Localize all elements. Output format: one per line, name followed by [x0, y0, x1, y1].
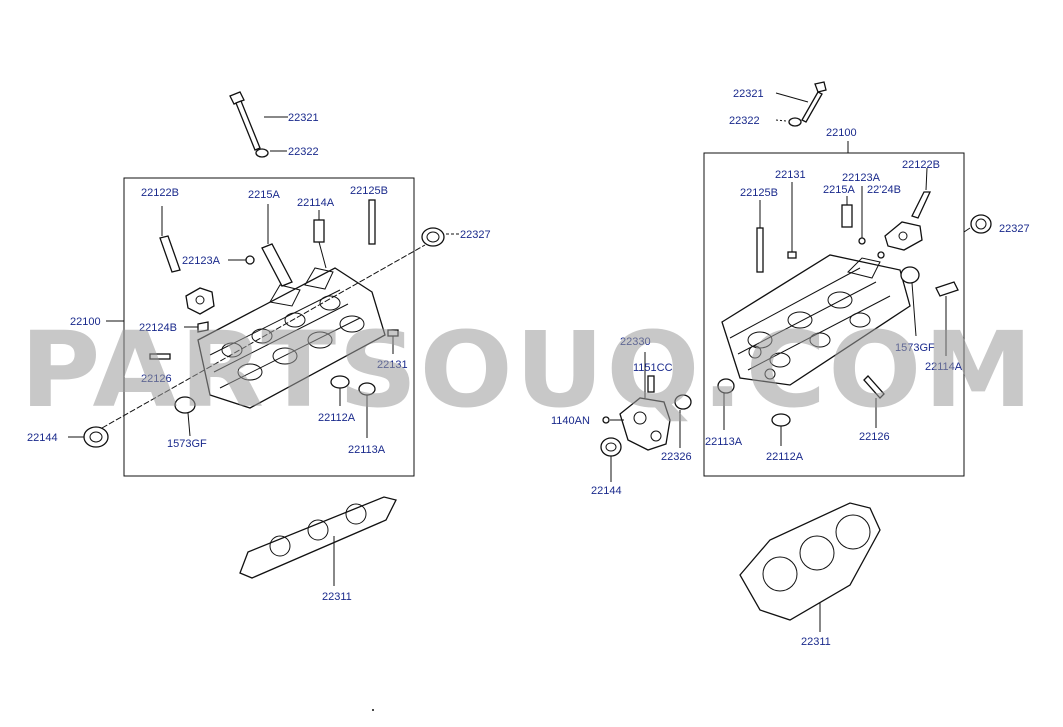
- right-label-head: 22100: [826, 127, 857, 139]
- left-washer-part: [255, 148, 287, 158]
- left-oring-part: [228, 255, 255, 265]
- center-label-bolt: 1140AN: [551, 415, 590, 427]
- right-label-guide-a: 2215A: [823, 184, 855, 196]
- left-label-guide-114: 22114A: [297, 197, 335, 209]
- left-label-cap-113: 22113A: [348, 444, 386, 456]
- left-label-stud-b: 22125B: [350, 185, 388, 197]
- right-plug-131-part: [787, 182, 797, 259]
- right-label-oring-a: 22123A: [842, 172, 881, 184]
- center-stud-part: [647, 375, 655, 393]
- right-label-gasket: 22311: [801, 636, 831, 648]
- right-pin-part: [863, 375, 885, 428]
- left-label-plug-131: 22131: [377, 359, 408, 371]
- center-label-stud: 1151CC: [633, 362, 673, 374]
- left-seal-22327-part: [421, 227, 460, 247]
- left-label-pin: 22126: [141, 373, 172, 385]
- right-gasket-part: [739, 502, 881, 632]
- right-stud-part: [756, 200, 764, 273]
- left-label-clip-b: 22124B: [139, 322, 177, 334]
- right-oring-part: [858, 186, 885, 259]
- right-washer-part: [775, 117, 802, 127]
- left-stud-part: [368, 199, 376, 245]
- left-label-washer-top: 22322: [288, 146, 319, 158]
- left-label-oring-a: 22123A: [182, 255, 221, 267]
- left-plug-part: [387, 329, 399, 354]
- left-label-plug-gf: 1573GF: [167, 438, 207, 450]
- left-gasket-part: [239, 496, 397, 586]
- center-oring-part: [674, 394, 692, 448]
- left-label-bolt-top: 22321: [288, 112, 319, 124]
- right-label-cap-112: 22112A: [766, 451, 804, 463]
- left-guide-2215a-part: [261, 204, 293, 287]
- left-label-seal-327: 22327: [460, 229, 491, 241]
- left-label-head: 22100: [70, 316, 101, 328]
- left-label-cap-112: 22112A: [318, 412, 356, 424]
- left-cylinder-head-part: [101, 244, 426, 429]
- left-cap-22112a-part: [330, 375, 350, 406]
- left-plug-gf-part: [174, 396, 196, 437]
- right-guide-2215a-part: [841, 196, 853, 228]
- center-seal-part: [600, 437, 622, 482]
- left-guide-22114a-part: [313, 210, 327, 269]
- left-clip-part: [184, 321, 209, 333]
- left-cap-22113a-part: [358, 382, 376, 438]
- watermark-text: PARTSOUQ.COM: [20, 309, 1035, 431]
- left-label-guide-a: 2215A: [248, 189, 280, 201]
- right-label-bolt-b: 22122B: [902, 159, 940, 171]
- right-label-plug-131: 22131: [775, 169, 806, 181]
- right-bracket-part: [884, 221, 923, 251]
- right-label-cap-113: 22113A: [705, 436, 743, 448]
- footer-dot: [372, 709, 374, 711]
- right-head-assembly: 22321 22322 22100 22122B 22131 22123A 22…: [703, 81, 1030, 648]
- center-bolt-part: [602, 416, 624, 424]
- left-bolt-22122b-part: [159, 206, 181, 273]
- right-label-seal-327: 22327: [999, 223, 1030, 235]
- right-label-washer-top: 22322: [729, 115, 760, 127]
- right-seal-22327-part: [963, 214, 992, 234]
- center-label-housing: 22330: [620, 336, 651, 348]
- left-pin-part: [149, 353, 171, 360]
- right-plug-gf-part: [900, 266, 920, 337]
- right-cap-22113a-part: [717, 378, 735, 430]
- right-label-guide-114: 22114A: [925, 361, 963, 373]
- left-label-gasket: 22311: [322, 591, 352, 603]
- left-head-bolt-part: [229, 91, 288, 151]
- left-head-assembly: 22321 22322 22100 22122B 22123A 2215A 22…: [27, 91, 491, 603]
- right-bolt-22122b-part: [911, 167, 932, 219]
- right-cap-22112a-part: [771, 413, 791, 446]
- right-label-pin: 22126: [859, 431, 890, 443]
- center-housing-assembly: 22330 1151CC 1140AN 22326 22144: [551, 336, 692, 497]
- center-label-oring: 22326: [661, 451, 692, 463]
- center-housing-part: [619, 352, 671, 451]
- right-label-bolt-top: 22321: [733, 88, 764, 100]
- left-bracket-part: [185, 287, 215, 315]
- right-head-bolt-part: [775, 81, 827, 123]
- right-label-clip-b: 22'24B: [867, 184, 901, 196]
- left-label-seal-144: 22144: [27, 432, 58, 444]
- right-group-frame: [703, 152, 965, 477]
- left-label-bolt-b: 22122B: [141, 187, 179, 199]
- left-seal-22144-part: [68, 426, 109, 448]
- right-label-stud-b: 22125B: [740, 187, 778, 199]
- right-cylinder-head-part: [721, 254, 911, 386]
- center-label-seal: 22144: [591, 485, 622, 497]
- right-guide-22114a-part: [935, 281, 959, 356]
- left-group-frame: [123, 177, 415, 477]
- right-label-plug-gf: 1573GF: [895, 342, 935, 354]
